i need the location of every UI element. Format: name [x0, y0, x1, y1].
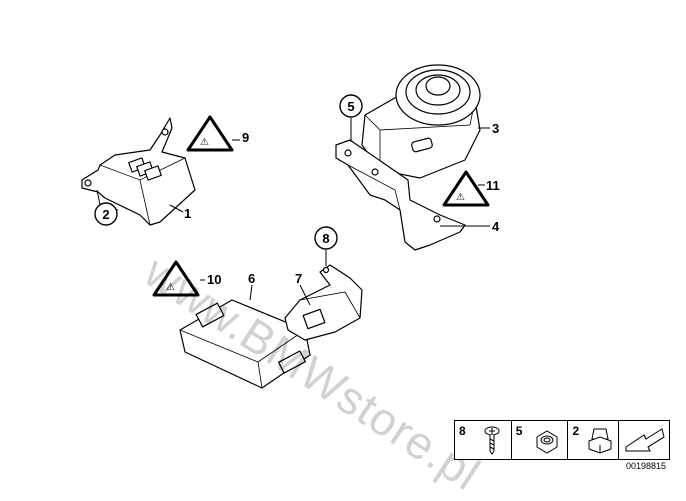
- callout-4[interactable]: 4: [492, 219, 500, 234]
- part-3-siren: [361, 64, 481, 179]
- svg-text:⚠: ⚠: [166, 282, 175, 293]
- cap-nut-icon: [588, 428, 612, 454]
- part-4-bracket: [335, 139, 466, 251]
- screw-icon: [484, 426, 500, 455]
- parts-diagram: ⚠ ⚠ ⚠ 2 5 8 1 3 4 6 7 9 10 11: [81, 64, 500, 389]
- legend-number: 2: [572, 424, 580, 438]
- document-number: 00198815: [626, 461, 667, 471]
- svg-text:⚠: ⚠: [200, 137, 209, 148]
- warning-triangle-9: ⚠: [186, 115, 234, 152]
- part-7-bracket: [284, 264, 363, 341]
- legend-cell-nut[interactable]: 5: [512, 421, 569, 459]
- callout-5[interactable]: 5: [339, 94, 363, 118]
- callout-6[interactable]: 6: [248, 271, 255, 286]
- callout-8[interactable]: 8: [314, 226, 338, 250]
- legend-cell-cap-nut[interactable]: 2: [568, 421, 620, 459]
- svg-text:5: 5: [347, 99, 354, 114]
- callout-2[interactable]: 2: [94, 202, 118, 226]
- svg-text:2: 2: [102, 207, 109, 222]
- svg-text:⚠: ⚠: [456, 192, 465, 203]
- warning-triangle-11: ⚠: [442, 170, 490, 207]
- legend-number: 5: [515, 424, 523, 438]
- legend-cell-arrow[interactable]: [619, 421, 669, 459]
- callout-1[interactable]: 1: [184, 206, 191, 221]
- legend-cell-screw[interactable]: 8: [455, 421, 512, 459]
- callout-11[interactable]: 11: [486, 178, 500, 193]
- part-1-module: [81, 117, 196, 226]
- legend-number: 8: [459, 424, 466, 438]
- part-6-control-unit: [179, 299, 311, 389]
- warning-triangle-10: ⚠: [152, 260, 200, 297]
- callout-7[interactable]: 7: [295, 271, 302, 286]
- callout-9[interactable]: 9: [242, 130, 249, 145]
- svg-text:8: 8: [322, 231, 329, 246]
- callout-10[interactable]: 10: [207, 272, 221, 287]
- callout-3[interactable]: 3: [492, 121, 499, 136]
- fastener-legend: 8 5 2: [454, 420, 670, 460]
- nut-icon: [536, 430, 558, 454]
- arrow-icon: [625, 428, 665, 452]
